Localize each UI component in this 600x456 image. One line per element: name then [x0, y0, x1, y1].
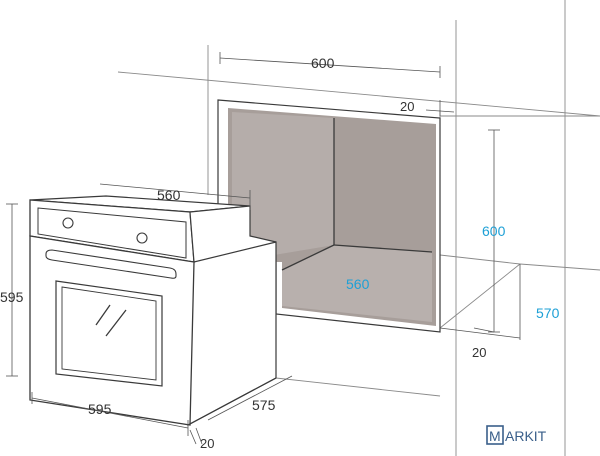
- oven: [29, 195, 277, 427]
- logo-text: ARKIT: [505, 428, 547, 444]
- niche-gap-label: 20: [400, 99, 414, 114]
- oven-height-label: 595: [0, 289, 24, 305]
- niche-depth-label: 570: [536, 305, 560, 321]
- oven-front-thickness-label: 20: [200, 436, 214, 451]
- brand-logo: M ARKIT: [486, 425, 547, 445]
- oven-depth-label: 575: [252, 397, 276, 413]
- logo-letter: M: [489, 428, 501, 444]
- niche-height-label: 600: [482, 223, 506, 239]
- oven-top-width-label: 560: [157, 187, 181, 203]
- oven-width-label: 595: [88, 401, 112, 417]
- niche-opening: [217, 99, 441, 333]
- dimension-lines: [6, 52, 521, 445]
- niche-bottom-gap-label: 20: [472, 345, 486, 360]
- niche-width-label: 600: [311, 55, 335, 71]
- niche-inner-width-label: 560: [346, 276, 370, 292]
